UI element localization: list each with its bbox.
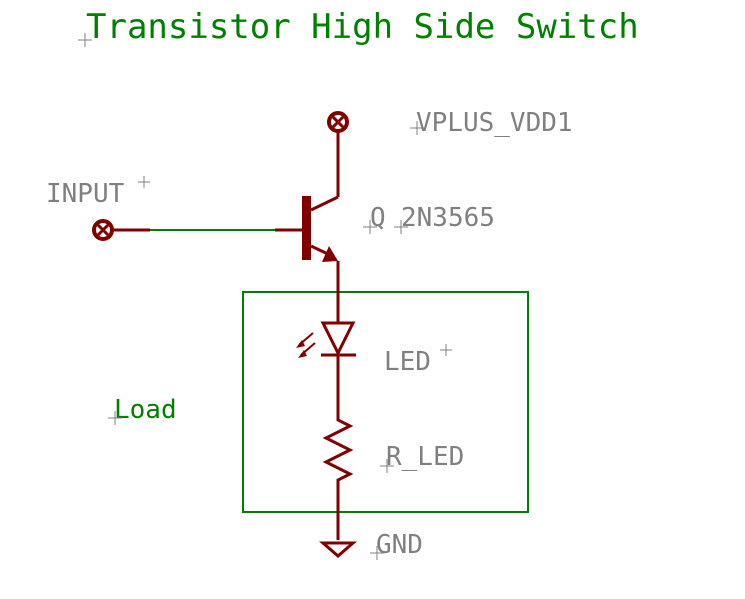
led-label: LED (384, 347, 431, 377)
input-label: INPUT (46, 179, 125, 209)
input-terminal-icon[interactable] (92, 219, 114, 241)
transistor-value: 2N3565 (401, 203, 495, 233)
npn-transistor-icon[interactable] (302, 131, 340, 262)
led-icon[interactable] (296, 321, 356, 415)
ground-label: GND (376, 530, 423, 560)
load-label: Load (114, 395, 177, 425)
load-frame (242, 291, 529, 513)
ground-icon[interactable] (318, 541, 358, 558)
supply-terminal-icon[interactable] (327, 111, 349, 133)
origin-cross (78, 33, 92, 47)
resistor-icon[interactable] (322, 415, 354, 540)
supply-label: VPLUS_VDD1 (416, 108, 573, 138)
resistor-label: R_LED (386, 442, 464, 472)
schematic-title: Transistor High Side Switch (86, 7, 639, 47)
transistor-name: Q (370, 203, 386, 233)
